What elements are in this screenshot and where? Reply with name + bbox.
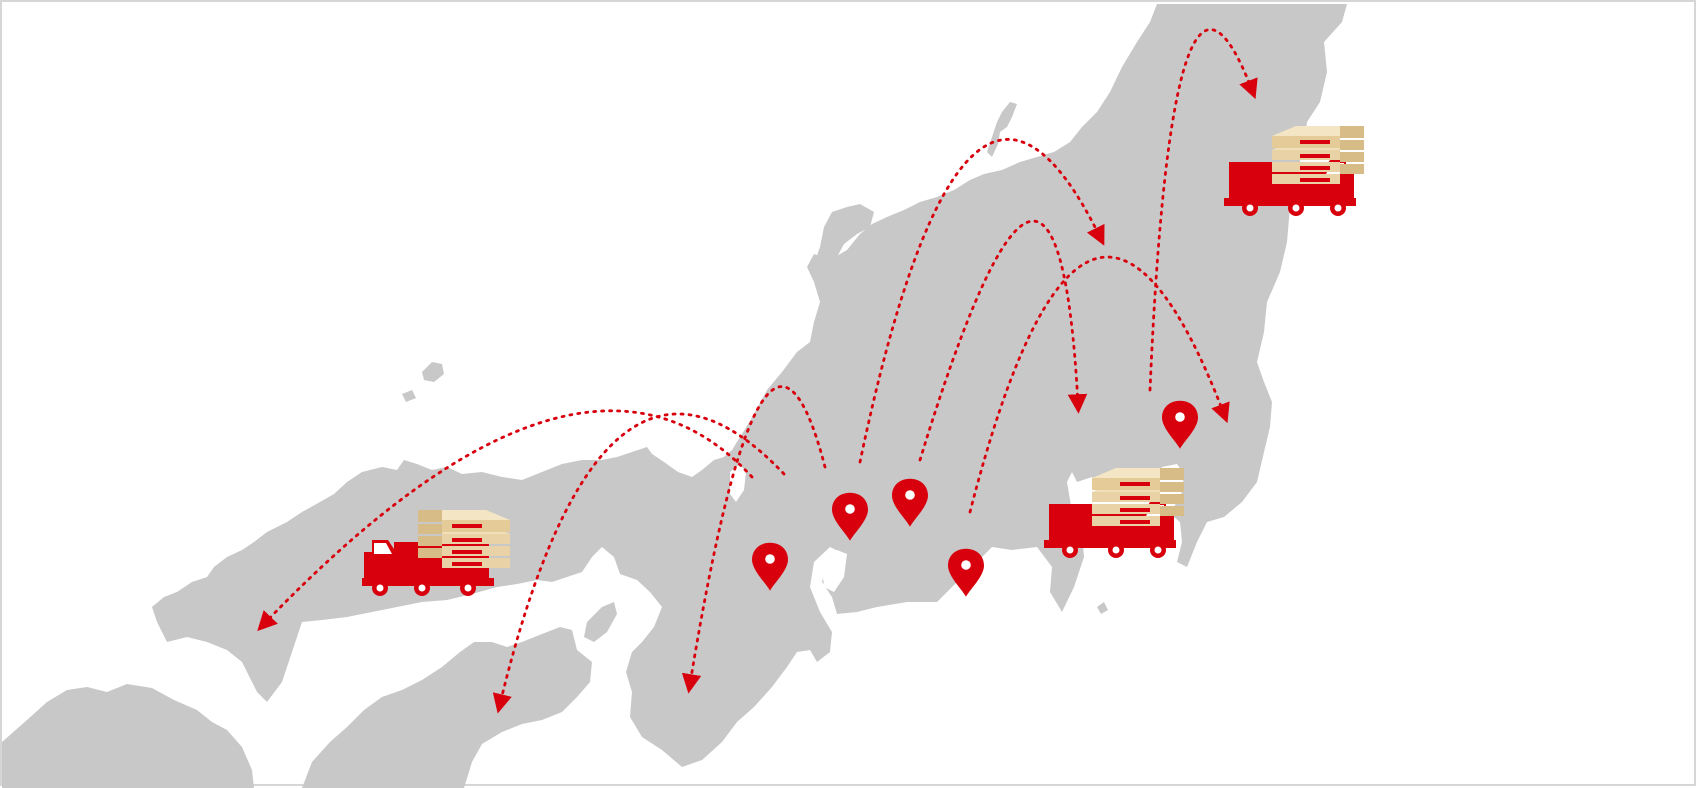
ise-bay	[822, 550, 847, 592]
kyushu-island	[2, 684, 254, 788]
map-pin-icon[interactable]	[832, 492, 868, 541]
oki-island	[422, 362, 444, 382]
shikoku-island	[302, 627, 592, 788]
location-pins	[752, 400, 1198, 597]
oki-island-small	[402, 390, 416, 402]
route-arc-kanto-north	[918, 219, 1088, 462]
land-masses	[2, 4, 1347, 788]
route-arc-west-far	[257, 409, 754, 632]
route-arc-tohoku	[1148, 28, 1258, 392]
delivery-routes	[257, 28, 1258, 714]
map-pin-icon[interactable]	[1162, 400, 1198, 449]
izu-island	[1097, 602, 1108, 614]
route-arc-shikoku	[492, 412, 786, 714]
awaji-island	[584, 602, 617, 642]
honshu-island	[152, 4, 1347, 767]
lake-biwa	[730, 464, 746, 502]
map-pin-icon[interactable]	[752, 542, 788, 591]
map-pin-icon[interactable]	[948, 548, 984, 597]
route-arc-niigata	[858, 138, 1105, 464]
map-pin-icon[interactable]	[892, 478, 928, 527]
suruga-bay	[1008, 550, 1028, 594]
noto-peninsula	[814, 204, 874, 302]
sado-island	[987, 102, 1017, 157]
